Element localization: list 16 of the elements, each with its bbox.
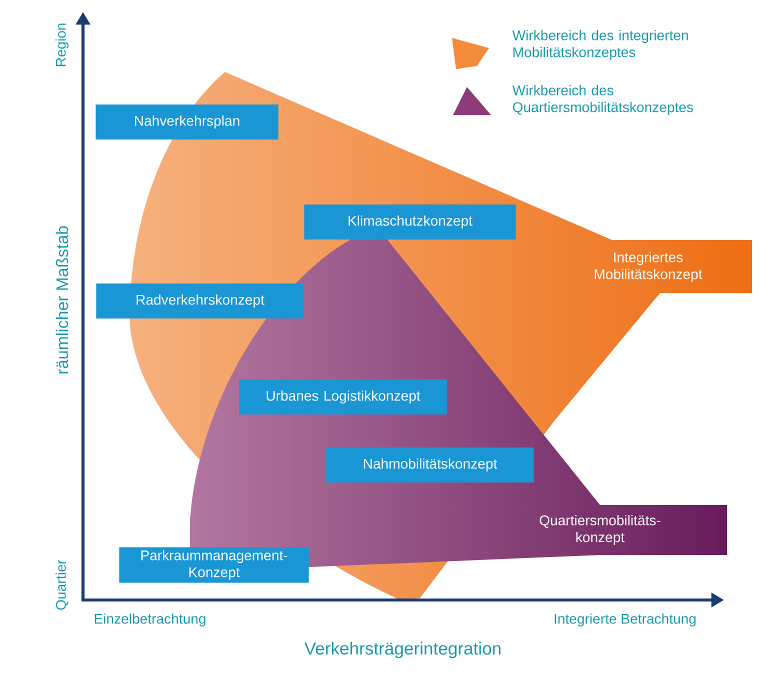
concept-box: Nahverkehrsplan — [96, 104, 278, 140]
concept-box: Urbanes Logistikkonzept — [239, 380, 447, 414]
concept-box: Radverkehrskonzept — [96, 284, 304, 318]
axis-label: Integrierte Betrachtung — [554, 613, 696, 627]
area-label: Integriertes Mobilitätskonzept — [594, 252, 702, 282]
axis-label: Region — [55, 24, 69, 66]
concept-box: Klimaschutzkonzept — [304, 204, 516, 240]
axis-label: Quartier — [56, 560, 68, 610]
legend-text: Wirkbereich des integrierten Mobilitätskonzeptes — [512, 30, 688, 60]
axis-label: Einzelbetrachtung — [94, 613, 206, 627]
area-label: Quartiersmobilitäts-konzept — [540, 515, 660, 545]
legend-text: Wirkbereich des Quartiersmobilitätskonzeptes — [512, 85, 694, 115]
concept-box: Nahmobilitätskonzept — [326, 448, 534, 482]
axis-label: räumlicher Maßstab — [56, 226, 68, 374]
concept-box: Parkraummanagement-Konzept — [119, 547, 309, 583]
axis-label: Verkehrsträgerintegration — [304, 642, 500, 658]
